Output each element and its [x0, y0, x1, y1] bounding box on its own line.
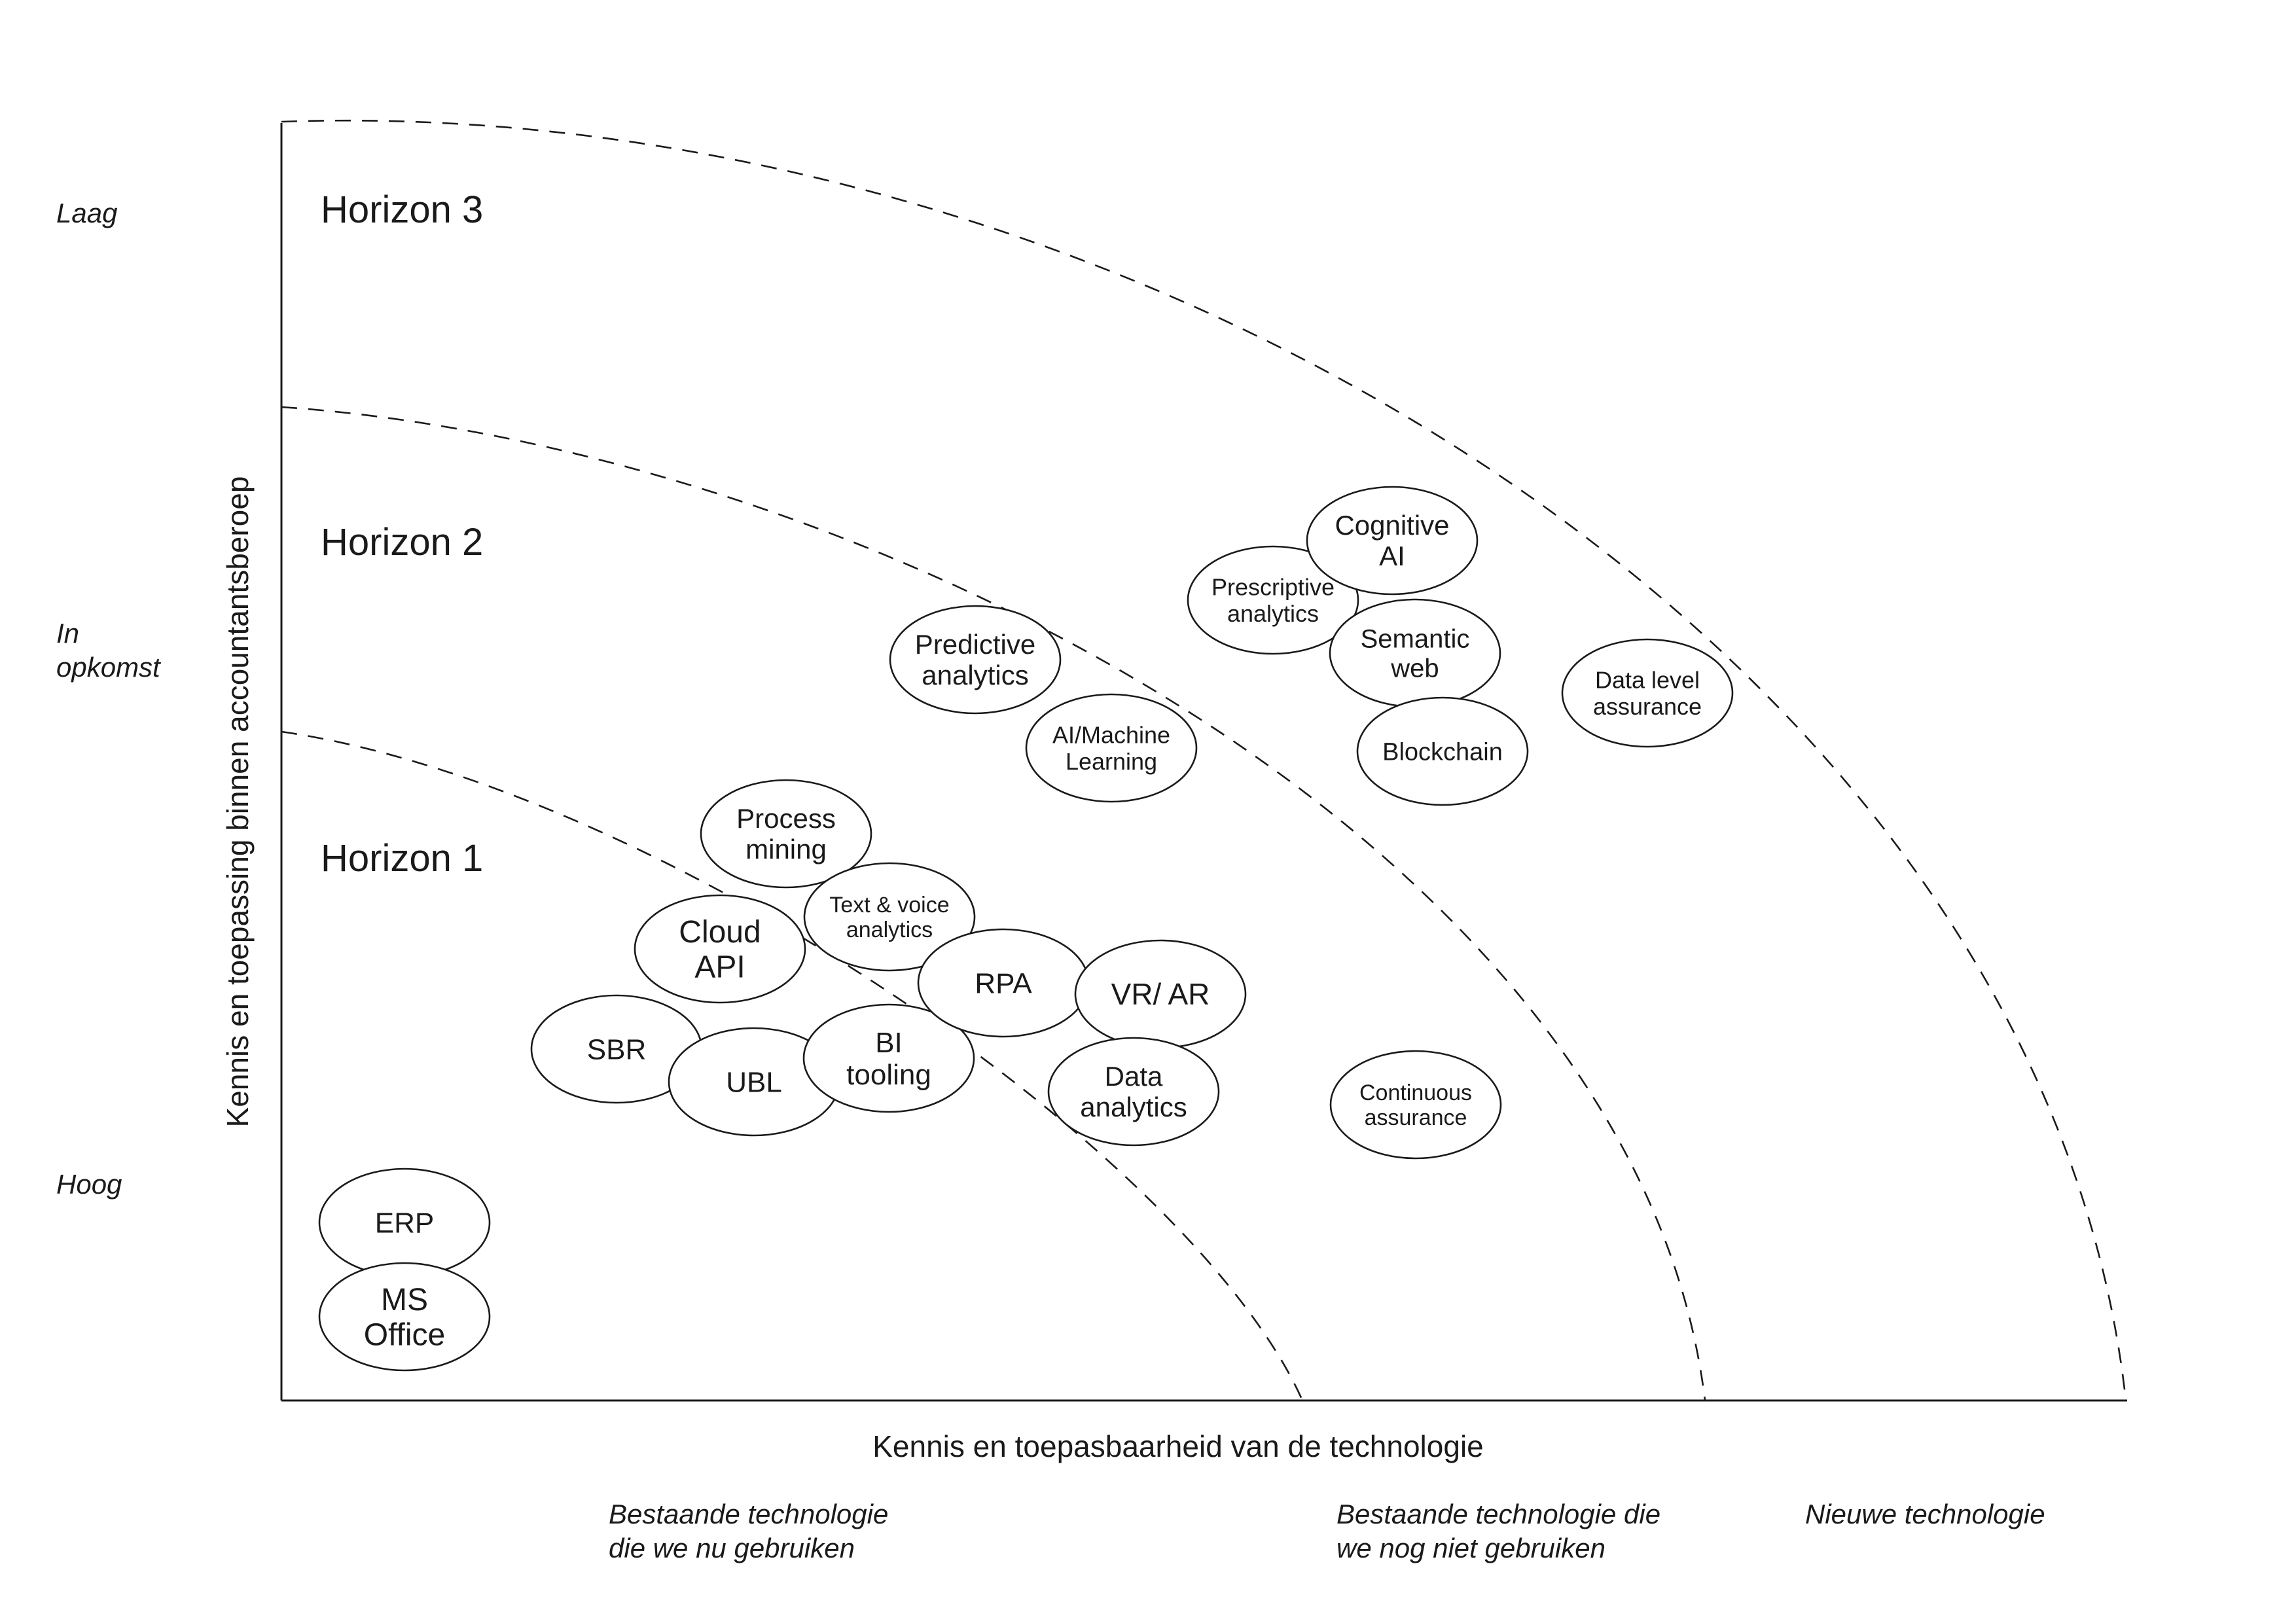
y-level-emerging: In opkomst	[56, 616, 160, 685]
technology-label-erp-line1: ERP	[375, 1207, 434, 1239]
technology-label-data-analytics-line2: analytics	[1080, 1092, 1187, 1122]
technology-label-ms-office-line1: MS	[381, 1283, 428, 1317]
technology-label-sbr-line1: SBR	[587, 1033, 646, 1065]
x-category-existing-unused: Bestaande technologie die we nog niet ge…	[1336, 1497, 1660, 1565]
technology-label-vr-ar-line1: VR/ AR	[1111, 977, 1210, 1011]
technology-label-predictive-analytics-line2: analytics	[922, 660, 1028, 690]
technology-label-data-level-assurance-line1: Data level	[1595, 666, 1700, 693]
technology-node-sbr: SBR	[530, 994, 703, 1104]
y-level-emerging-line2: opkomst	[56, 652, 160, 683]
technology-ellipse-process-mining	[700, 779, 872, 889]
y-level-emerging-line1: In	[56, 618, 80, 649]
technology-label-semantic-web-line1: Semantic	[1361, 625, 1470, 654]
technology-label-blockchain-line1: Blockchain	[1382, 738, 1503, 766]
technology-node-vr-ar: VR/ AR	[1074, 939, 1247, 1049]
technology-nodes: ERPMSOfficeSBRUBLBItoolingCloudAPIProces…	[318, 486, 1734, 1372]
horizon-2-boundary	[281, 406, 1706, 1401]
technology-label-ms-office-line2: Office	[364, 1318, 446, 1353]
technology-label-data-analytics-line1: Data	[1105, 1061, 1163, 1092]
technology-label-cloud-api-line1: Cloud	[679, 915, 761, 950]
horizon-3-boundary	[281, 119, 2127, 1401]
technology-ellipse-text-voice-analytics	[803, 862, 976, 972]
technology-ellipse-cognitive-ai	[1306, 486, 1479, 596]
x-category-existing-unused-line2: we nog niet gebruiken	[1336, 1533, 1605, 1563]
technology-ellipse-ms-office	[318, 1262, 491, 1372]
horizon-boundaries	[281, 119, 2127, 1401]
y-level-high-text: Hoog	[56, 1169, 122, 1200]
y-level-low: Laag	[56, 196, 117, 230]
technology-node-rpa: RPA	[917, 928, 1090, 1038]
technology-label-text-voice-analytics-line1: Text & voice	[829, 893, 949, 918]
horizon-labels: Horizon 3 Horizon 2 Horizon 1	[321, 188, 483, 880]
technology-ellipse-continuous-assurance	[1329, 1050, 1502, 1160]
technology-label-cognitive-ai-line1: Cognitive	[1335, 510, 1449, 541]
technology-label-continuous-assurance-line1: Continuous	[1359, 1080, 1472, 1105]
technology-label-text-voice-analytics-line2: analytics	[846, 918, 933, 942]
technology-label-prescriptive-analytics-line1: Prescriptive	[1211, 573, 1335, 600]
technology-label-bi-tooling-line1: BI	[875, 1027, 903, 1059]
technology-label-bi-tooling-line2: tooling	[846, 1059, 931, 1091]
x-axis-title: Kennis en toepasbaarheid van de technolo…	[872, 1429, 1484, 1463]
x-category-existing-unused-line1: Bestaande technologie die	[1336, 1499, 1661, 1529]
technology-label-process-mining-line2: mining	[745, 834, 827, 865]
technology-ellipse-predictive-analytics	[889, 605, 1062, 715]
technology-ellipse-data-analytics	[1047, 1037, 1220, 1147]
technology-node-blockchain: Blockchain	[1356, 696, 1529, 806]
technology-label-data-level-assurance-line2: assurance	[1593, 693, 1702, 720]
technology-ellipse-cloud-api	[634, 894, 806, 1004]
technology-label-prescriptive-analytics-line2: analytics	[1227, 600, 1319, 627]
technology-ellipse-blockchain	[1356, 696, 1529, 806]
technology-ellipse-data-level-assurance	[1561, 638, 1734, 748]
technology-label-ai-machine-learning-line2: Learning	[1066, 748, 1157, 775]
technology-label-ai-machine-learning-line1: AI/Machine	[1052, 721, 1170, 748]
y-axis-title: Kennis en toepassing binnen accountantsb…	[221, 476, 255, 1128]
x-category-new-text: Nieuwe technologie	[1805, 1499, 2045, 1529]
technology-label-ubl-line1: UBL	[726, 1066, 782, 1098]
technology-ellipse-bi-tooling	[802, 1003, 975, 1113]
x-category-existing-used-line2: die we nu gebruiken	[609, 1533, 855, 1563]
technology-label-cognitive-ai-line2: AI	[1379, 541, 1405, 571]
technology-label-rpa-line1: RPA	[975, 967, 1032, 999]
technology-ellipse-prescriptive-analytics	[1187, 545, 1359, 655]
axes	[280, 123, 2127, 1402]
x-category-existing-used: Bestaande technologie die we nu gebruike…	[609, 1497, 888, 1565]
technology-node-erp: ERP	[318, 1168, 491, 1277]
technology-ellipse-ai-machine-learning	[1025, 693, 1198, 803]
x-category-existing-used-line1: Bestaande technologie	[609, 1499, 889, 1529]
technology-label-semantic-web-line2: web	[1390, 654, 1439, 683]
y-level-low-text: Laag	[56, 198, 118, 228]
technology-label-predictive-analytics-line1: Predictive	[915, 629, 1035, 660]
horizon-1-label: Horizon 1	[321, 837, 483, 880]
x-category-new: Nieuwe technologie	[1805, 1497, 2045, 1531]
horizon-2-label: Horizon 2	[321, 521, 483, 563]
technology-label-continuous-assurance-line2: assurance	[1365, 1105, 1467, 1130]
technology-label-process-mining-line1: Process	[736, 803, 836, 834]
technology-label-cloud-api-line2: API	[694, 950, 745, 985]
horizon-3-label: Horizon 3	[321, 188, 483, 231]
y-level-high: Hoog	[56, 1168, 122, 1202]
horizon-1-boundary	[281, 730, 1304, 1401]
